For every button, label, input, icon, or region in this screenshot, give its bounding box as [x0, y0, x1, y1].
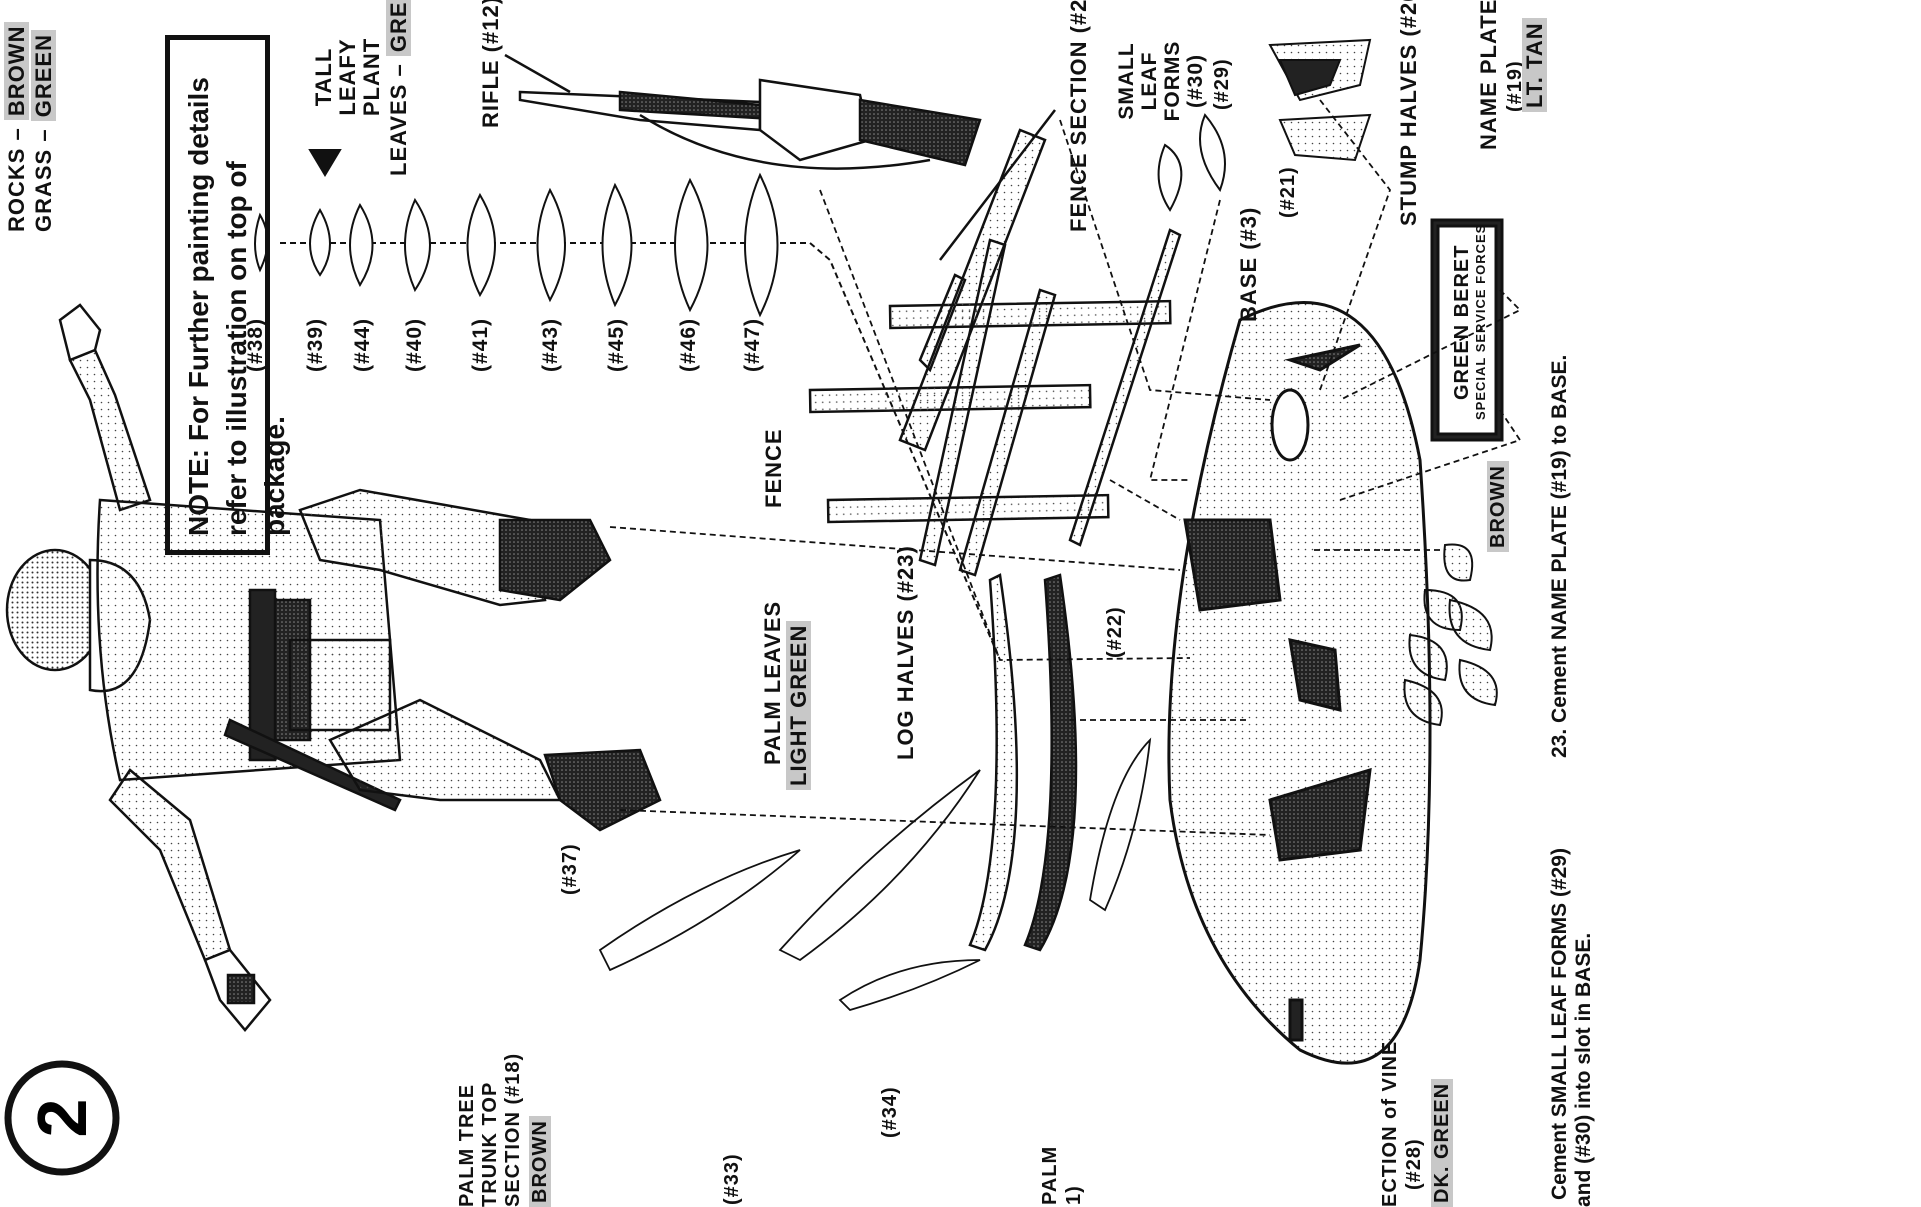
name-plate-label: NAME PLATE [1478, 0, 1500, 150]
plate-frame-color-text: BROWN [1487, 461, 1509, 552]
fence-label: FENCE [763, 428, 785, 508]
instruction-step-23: 23. Cement NAME PLATE (#19) to BASE. [1548, 355, 1572, 758]
plant-part-41: (#41) [470, 318, 491, 372]
instruction-step-22-line1: Cement SMALL LEAF FORMS (#29) [1548, 848, 1572, 1200]
palm-trunk-color: BROWN [530, 1116, 550, 1207]
name-plate-line1: GREEN BERET [1452, 245, 1472, 400]
painting-note-box: NOTE: For Further painting details refer… [165, 35, 270, 555]
plant-part-43: (#43) [540, 318, 561, 372]
part-33-label: (#33) [722, 1153, 742, 1205]
plant-part-46: (#46) [678, 318, 699, 372]
rocks-color-label: ROCKS – BROWN [6, 22, 28, 232]
name-plate-color-text: LT. TAN [1522, 18, 1547, 112]
log-halves [970, 575, 1076, 950]
part-37-label: (#37) [560, 843, 580, 895]
rifle-label: RIFLE (#12) [480, 0, 502, 128]
plant-part-40: (#40) [404, 318, 425, 372]
stump-halves-label: STUMP HALVES (#20) [1398, 0, 1420, 226]
instruction-step-22-line2: and (#30) into slot in BASE. [1572, 933, 1596, 1207]
step-number-badge: 2 [8, 1064, 116, 1172]
plant-part-38: (#38) [245, 318, 266, 372]
grass-label-text: GRASS – [31, 128, 56, 232]
part-29-label: (#29) [1212, 58, 1232, 110]
palm-leaves-color: LIGHT GREEN [788, 621, 810, 790]
plant-part-47: (#47) [742, 318, 763, 372]
base [1169, 303, 1430, 1064]
part-22-label: (#22) [1105, 606, 1125, 658]
vine-label: ECTION of VINE [1380, 1041, 1400, 1207]
soldier-figure [7, 305, 660, 1030]
plant-part-44: (#44) [352, 318, 373, 372]
svg-text:2: 2 [23, 1099, 101, 1138]
palm-number-label: 1) [1064, 1185, 1084, 1205]
part-28-label: (#28) [1404, 1138, 1424, 1190]
plant-part-45: (#45) [606, 318, 627, 372]
palm-trunk-color-text: BROWN [529, 1116, 551, 1207]
rocks-label-text: ROCKS – [4, 127, 29, 232]
palm-label: PALM [1040, 1146, 1060, 1205]
tall-leafy-plant-label: TALL LEAFY PLANT [312, 12, 385, 142]
leaves-label-text: LEAVES – [386, 63, 411, 176]
rifle [505, 55, 980, 169]
plate-frame-color: BROWN [1488, 461, 1508, 552]
leaves-color-label: LEAVES – GREEN [388, 0, 410, 176]
name-plate-color: LT. TAN [1524, 18, 1546, 112]
palm-leaves-color-text: LIGHT GREEN [786, 621, 811, 790]
name-plate-line2: SPECIAL SERVICE FORCES [1474, 224, 1487, 420]
log-halves-label: LOG HALVES (#23) [895, 545, 917, 760]
fence-section-label: FENCE SECTION (#26) [1068, 0, 1090, 232]
fence [810, 110, 1180, 575]
small-leaf-forms-label: SMALL LEAF FORMS (#30) [1115, 16, 1207, 146]
grass-color: GREEN [31, 30, 56, 121]
grass-color-label: GRASS – GREEN [33, 30, 55, 232]
palm-trunk-label: PALM TREE TRUNK TOP SECTION (#18) [456, 1032, 525, 1207]
plant-part-39: (#39) [305, 318, 326, 372]
part-21-label: (#21) [1278, 166, 1298, 218]
vine-color-text: DK. GREEN [1431, 1079, 1453, 1207]
base-label: BASE (#3) [1238, 207, 1260, 322]
vine-color: DK. GREEN [1432, 1079, 1452, 1207]
leaves-color: GREEN [386, 0, 411, 56]
part-34-label: (#34) [880, 1086, 900, 1138]
rocks-color: BROWN [4, 22, 29, 121]
palm-leaves-label: PALM LEAVES [762, 601, 784, 765]
